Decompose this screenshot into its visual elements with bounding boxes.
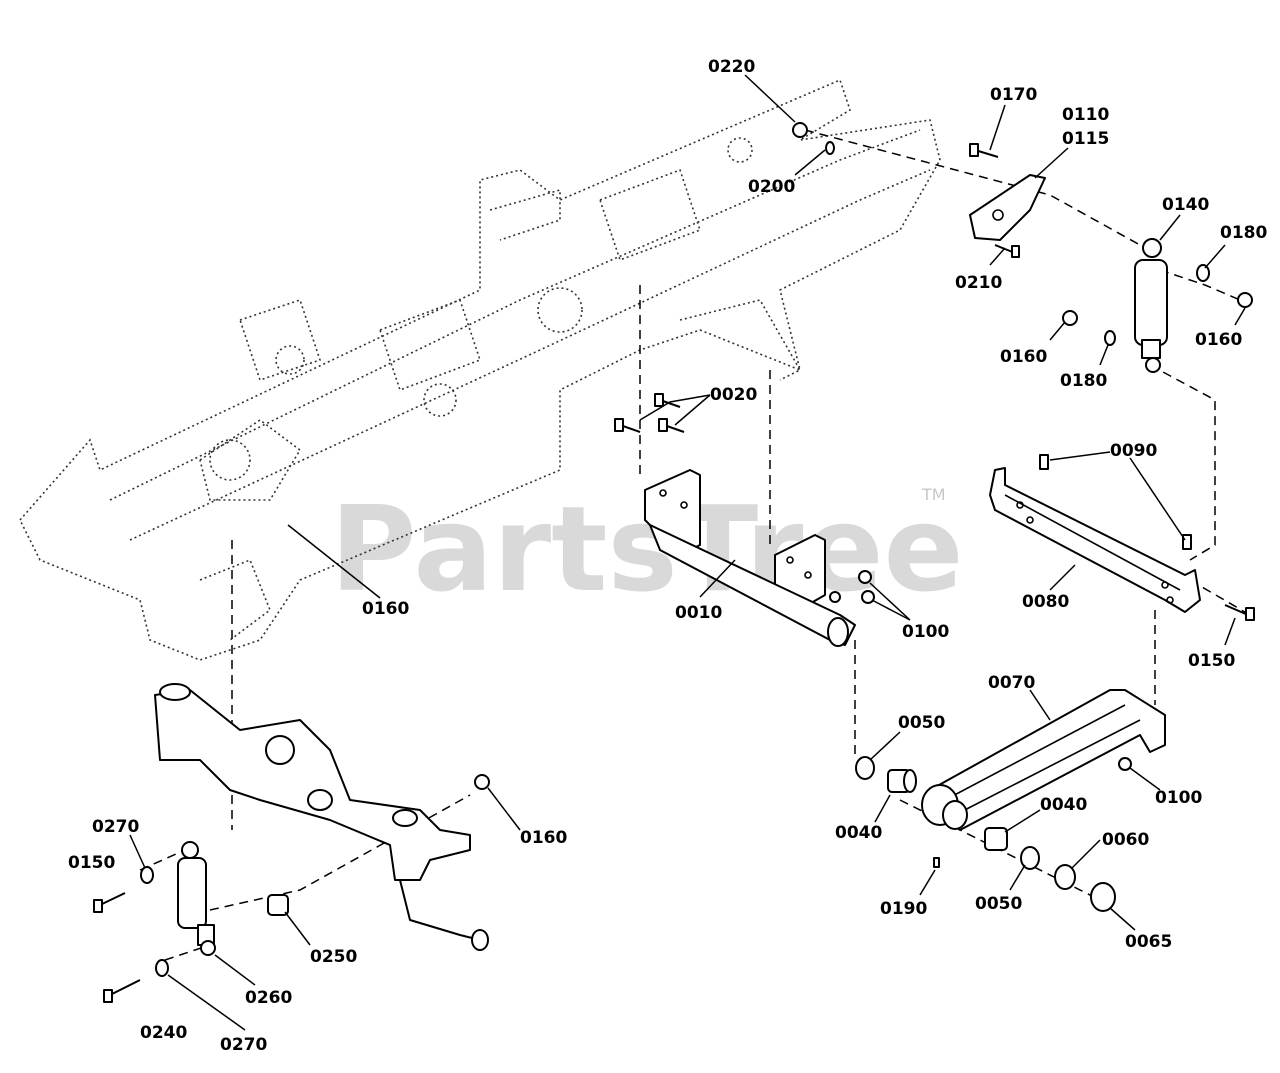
callout-0070: 0070 — [988, 673, 1035, 693]
callout-0150-right: 0150 — [1188, 651, 1235, 671]
front-axle-bracket-0010 — [644, 469, 856, 647]
callout-0160-right: 0160 — [1195, 330, 1242, 350]
shock-absorber-0140 — [1062, 238, 1253, 373]
chassis-frame — [19, 78, 941, 661]
callout-labels: 0220 0170 0110 0115 0200 0140 0180 0210 … — [68, 57, 1267, 1055]
callout-0050-bottom: 0050 — [975, 894, 1022, 914]
callout-0250: 0250 — [310, 947, 357, 967]
callout-0170: 0170 — [990, 85, 1037, 105]
callout-0060: 0060 — [1102, 830, 1149, 850]
callout-0160-axle: 0160 — [520, 828, 567, 848]
callout-0160-frame: 0160 — [362, 599, 409, 619]
callout-0040-left: 0040 — [835, 823, 882, 843]
nuts-0100 — [829, 570, 1132, 771]
shock-absorber-0260 — [93, 841, 289, 1003]
front-axle-assembly — [154, 683, 490, 951]
callout-0270-bottom: 0270 — [220, 1035, 267, 1055]
callout-0080: 0080 — [1022, 592, 1069, 612]
callout-0260: 0260 — [245, 988, 292, 1008]
bracket-0080 — [989, 467, 1201, 613]
callout-0040-right: 0040 — [1040, 795, 1087, 815]
callout-0180-mid: 0180 — [1060, 371, 1107, 391]
callout-0010: 0010 — [675, 603, 722, 623]
callout-0115: 0115 — [1062, 129, 1109, 149]
callout-0150-left: 0150 — [68, 853, 115, 873]
bushings-washers — [855, 756, 1116, 912]
callout-0100-bottom: 0100 — [1155, 788, 1202, 808]
callout-0270-top: 0270 — [92, 817, 139, 837]
callout-0160-mid: 0160 — [1000, 347, 1047, 367]
axle-arm-0070 — [921, 689, 1166, 831]
callout-0090: 0090 — [1110, 441, 1157, 461]
callout-0190: 0190 — [880, 899, 927, 919]
callout-0110: 0110 — [1062, 105, 1109, 125]
bracket-0110 — [969, 143, 1046, 258]
nut-0220-washer-0200 — [792, 122, 835, 155]
callout-0200: 0200 — [748, 177, 795, 197]
callout-0065: 0065 — [1125, 932, 1172, 952]
watermark-trademark: TM — [921, 485, 946, 504]
callout-0210: 0210 — [955, 273, 1002, 293]
callout-0050-top: 0050 — [898, 713, 945, 733]
screws-0090-0150 — [1039, 454, 1255, 621]
leader-lines — [129, 74, 1246, 1031]
callout-0180-right: 0180 — [1220, 223, 1267, 243]
callout-0020: 0020 — [710, 385, 757, 405]
callout-0100-top: 0100 — [902, 622, 949, 642]
callout-0140: 0140 — [1162, 195, 1209, 215]
callout-0220: 0220 — [708, 57, 755, 77]
callout-0240: 0240 — [140, 1023, 187, 1043]
bolts-0020 — [614, 393, 685, 433]
